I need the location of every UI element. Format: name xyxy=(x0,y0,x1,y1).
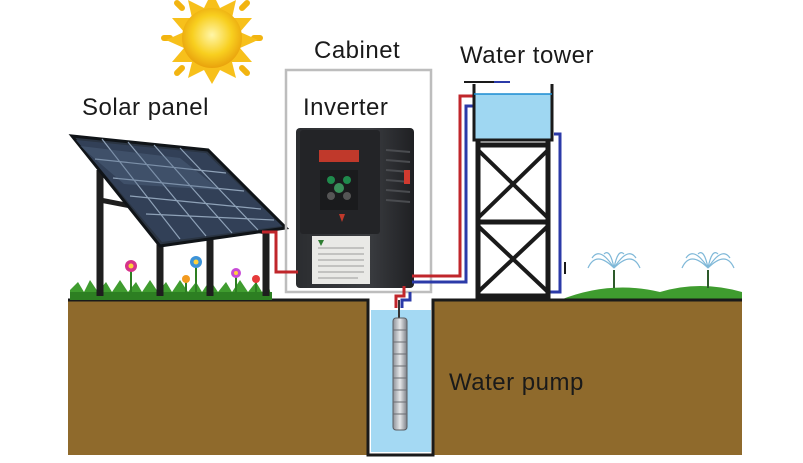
dc-wire xyxy=(262,94,476,308)
water-pump-label: Water pump xyxy=(449,369,584,396)
sun-icon xyxy=(161,0,263,84)
irrigation-field xyxy=(556,286,742,302)
cabinet-box xyxy=(284,68,433,294)
inverter-label: Inverter xyxy=(303,94,389,121)
ground xyxy=(68,298,742,457)
water-tower-label: Water tower xyxy=(460,42,594,69)
water-tower xyxy=(464,81,566,300)
sprinkler-icon xyxy=(681,252,735,288)
grass xyxy=(70,280,272,300)
inverter-device xyxy=(296,128,414,288)
solar-panel-label: Solar panel xyxy=(82,94,209,121)
cabinet-label: Cabinet xyxy=(314,37,401,64)
solar-panel xyxy=(68,134,290,296)
sprinkler-icon xyxy=(587,252,641,288)
ac-wire xyxy=(400,104,562,308)
flowers xyxy=(125,256,260,292)
water-pump xyxy=(392,300,408,431)
